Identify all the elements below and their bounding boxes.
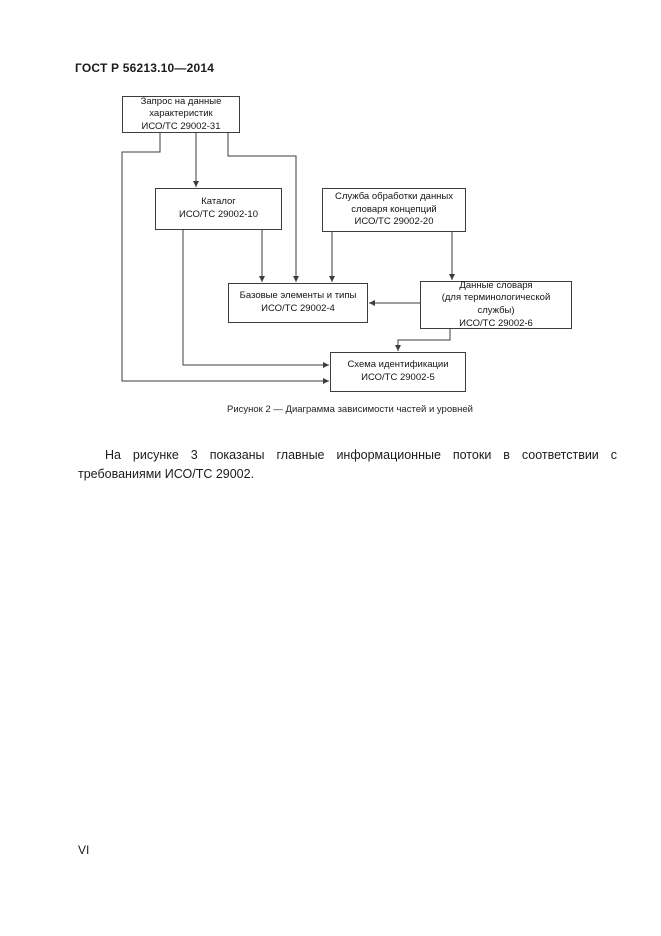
arrow-29002-10-to-29002-5 [182,230,329,368]
diagram-box-query-29002-31: Запрос на данные характеристик ИСО/ТС 29… [122,96,240,133]
box-text-line: ИСО/ТС 29002-4 [261,303,335,314]
box-text-line: Базовые элементы и типы [239,290,357,302]
body-paragraph: На рисунке 3 показаны главные информацио… [78,448,617,482]
box-text-line: ИСО/ТС 29002-6 [459,317,533,329]
box-text-line: ИСО/ТС 29002-10 [179,209,258,220]
diagram-box-basic-elements-29002-4: Базовые элементы и типы ИСО/ТС 29002-4 [228,283,368,323]
diagram-box-catalog-29002-10: Каталог ИСО/ТС 29002-10 [155,188,282,230]
box-text-line: (для терминологической службы) [441,292,551,316]
figure-2-dependency-diagram: Запрос на данные характеристик ИСО/ТС 29… [0,0,661,420]
box-text-line: словаря концепций [351,203,437,215]
box-text-line: Схема идентификации [347,359,449,371]
arrow-29002-31-to-29002-4 [227,133,299,282]
box-text-line: ИСО/ТС 29002-20 [354,216,434,228]
arrow-29002-31-to-29002-5 [121,133,329,384]
box-text-line: характеристик [149,108,213,120]
box-text-line: Данные словаря [459,279,533,291]
figure-caption: Рисунок 2 — Диаграмма зависимости частей… [227,404,473,415]
arrow-29002-6-to-29002-5 [395,329,451,351]
document-header-title: ГОСТ Р 56213.10—2014 [75,61,215,75]
box-text-line: Запрос на данные [140,95,222,107]
box-text-line: Служба обработки данных [334,191,454,203]
diagram-box-service-29002-20: Служба обработки данных словаря концепци… [322,188,466,232]
diagram-box-identification-scheme-29002-5: Схема идентификации ИСО/ТС 29002-5 [330,352,466,392]
box-text-line: Каталог [201,196,236,208]
page-number: VI [78,843,90,857]
box-text-line: ИСО/ТС 29002-31 [141,120,221,132]
box-text-line: ИСО/ТС 29002-5 [361,372,435,383]
connector-lines [121,133,455,384]
diagram-box-dictionary-data-29002-6: Данные словаря (для терминологической сл… [420,279,572,329]
